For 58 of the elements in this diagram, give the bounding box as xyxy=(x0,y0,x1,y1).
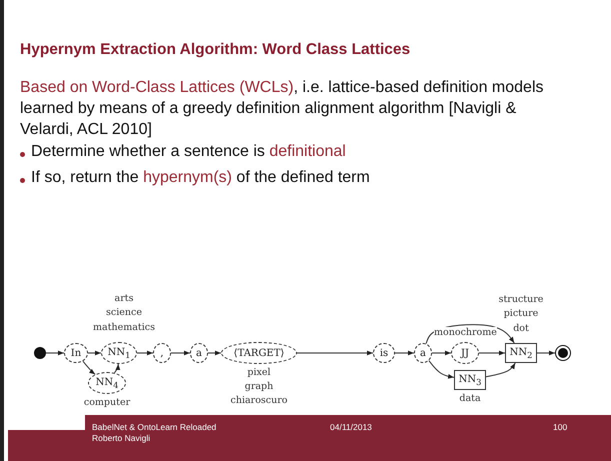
slide-title: Hypernym Extraction Algorithm: Word Class Lattices xyxy=(20,41,410,59)
node-label: In xyxy=(70,348,82,358)
word-label: graph xyxy=(244,380,274,394)
footer-date: 04/11/2013 xyxy=(330,422,372,433)
lattice-box xyxy=(505,343,537,363)
footer-text: BabelNet & OntoLearn Reloaded xyxy=(92,422,216,433)
arrow xyxy=(296,350,374,356)
arrow xyxy=(82,360,96,375)
word-label: structure xyxy=(498,292,544,306)
page-number: 100 xyxy=(553,422,568,433)
node-label: JJ xyxy=(460,348,470,358)
word-label: data xyxy=(459,392,481,406)
node-label: a xyxy=(196,348,202,358)
arrow xyxy=(170,350,190,356)
node-label: , xyxy=(160,348,164,358)
word-label: arts xyxy=(114,292,134,306)
footer-text: Roberto Navigli xyxy=(92,433,150,444)
arrow xyxy=(478,350,506,356)
node-label: NN$_{1}$ xyxy=(108,346,130,360)
arrow xyxy=(136,350,154,356)
word-label: computer xyxy=(84,396,130,410)
word-label: dot xyxy=(513,322,529,336)
bullet-item: Determine whether a sentence is definitional xyxy=(31,143,346,161)
arrow xyxy=(114,364,120,374)
arrow xyxy=(426,324,515,344)
node-label: NN$_{3}$ xyxy=(458,374,482,386)
node-label: ⟨TARGET⟩ xyxy=(234,348,284,358)
lattice-node xyxy=(88,372,126,394)
arrow xyxy=(208,350,222,356)
intro-paragraph: Based on Word-Class Lattices (WCLs), i.e. lattice-based definition models learned by means of a greedy definition alignment algorithm [Navigli & Velardi, ACL 2010] xyxy=(20,78,544,140)
word-label: pixel xyxy=(247,366,271,380)
word-label: mathematics xyxy=(93,320,155,334)
lattice-node xyxy=(190,343,208,363)
arrow xyxy=(88,350,102,356)
arrow xyxy=(536,350,556,356)
node-label: NN$_{4}$ xyxy=(96,376,118,390)
edge-label: monochrome xyxy=(434,327,497,338)
arrow xyxy=(428,360,454,379)
node-label: NN$_{2}$ xyxy=(510,346,532,360)
arrow xyxy=(46,350,64,356)
lattice-node xyxy=(101,342,137,364)
end-node xyxy=(555,345,571,361)
lattice-node xyxy=(153,343,171,363)
lattice-node xyxy=(451,342,479,364)
node-label: a xyxy=(420,348,426,358)
lattice-node xyxy=(414,343,432,363)
lattice-box xyxy=(454,370,486,390)
start-dot xyxy=(34,347,46,359)
word-label: chiaroscuro xyxy=(230,394,288,408)
lattice-node xyxy=(373,343,395,363)
arrow xyxy=(432,350,452,356)
word-label: science xyxy=(106,306,142,320)
word-label: picture xyxy=(504,307,538,321)
lattice-node xyxy=(64,343,88,363)
node-label: is xyxy=(380,348,388,358)
arrow xyxy=(394,350,414,356)
bullet-item: If so, return the hypernym(s) of the defined term xyxy=(31,169,370,187)
arrow xyxy=(486,362,516,378)
